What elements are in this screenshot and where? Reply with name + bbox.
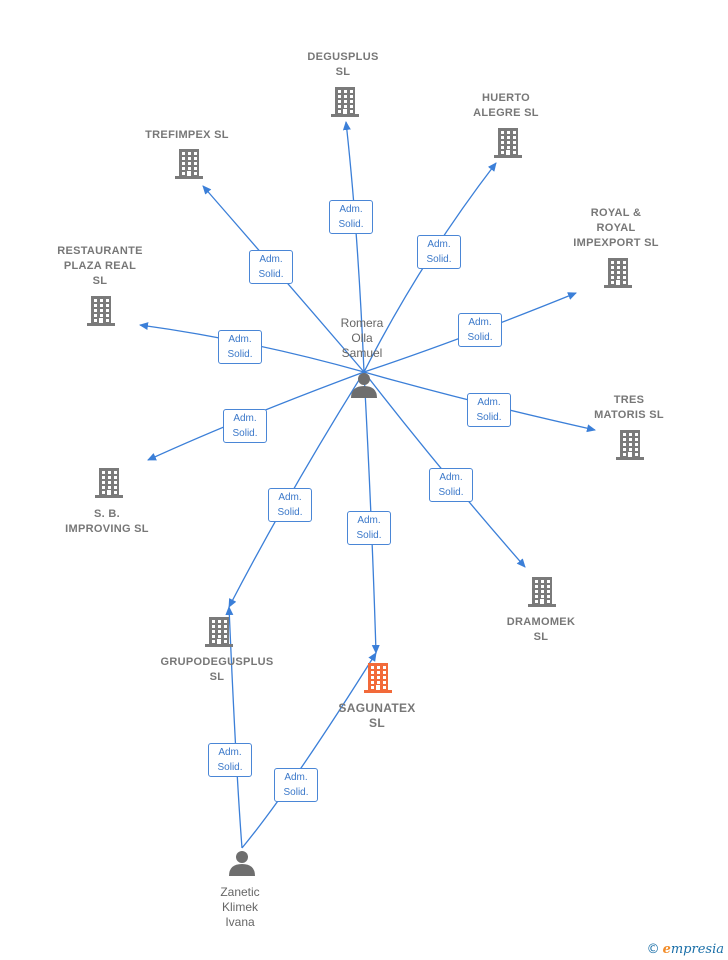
edge-label-romera-huerto[interactable]: Adm. Solid.: [417, 235, 461, 269]
node-label-royal[interactable]: ROYAL & ROYAL IMPEXPORT SL: [573, 207, 659, 249]
edge-label-romera-restaurante[interactable]: Adm. Solid.: [218, 330, 262, 364]
building-icon-sb[interactable]: [95, 468, 123, 498]
brand-name: mpresia: [670, 942, 724, 957]
node-label-grupodegusplus[interactable]: GRUPODEGUSPLUS SL: [160, 656, 274, 683]
nodes-layer: [87, 87, 644, 876]
edge-romera-degusplus: [342, 121, 365, 373]
building-icon-degusplus[interactable]: [331, 87, 359, 117]
edge-label-romera-trefimpex[interactable]: Adm. Solid.: [249, 250, 293, 284]
footer-brand[interactable]: ©empresia: [647, 942, 724, 957]
edge-label-romera-tres[interactable]: Adm. Solid.: [467, 393, 511, 427]
building-icon-tres[interactable]: [616, 430, 644, 460]
edge-label-romera-sagunatex[interactable]: Adm. Solid.: [347, 511, 391, 545]
building-icon-huerto[interactable]: [494, 128, 522, 158]
edge-zanetic-grupodegusplus: [225, 606, 243, 849]
node-label-zanetic[interactable]: Zanetic Klimek Ivana: [220, 885, 260, 929]
copyright-symbol: ©: [646, 942, 660, 957]
edge-label-romera-dramomek[interactable]: Adm. Solid.: [429, 468, 473, 502]
node-label-trefimpex[interactable]: TREFIMPEX SL: [145, 129, 229, 141]
node-label-romera[interactable]: Romera Olla Samuel: [340, 316, 384, 360]
edge-label-zanetic-sagunatex[interactable]: Adm. Solid.: [274, 768, 318, 802]
edge-label-romera-degusplus[interactable]: Adm. Solid.: [329, 200, 373, 234]
building-icon-dramomek[interactable]: [528, 577, 556, 607]
edge-label-romera-grupodegusplus[interactable]: Adm. Solid.: [268, 488, 312, 522]
node-label-restaurante[interactable]: RESTAURANTE PLAZA REAL SL: [57, 245, 143, 287]
node-label-degusplus[interactable]: DEGUSPLUS SL: [307, 51, 379, 78]
edge-label-zanetic-grupodegusplus[interactable]: Adm. Solid.: [208, 743, 252, 777]
node-label-tres[interactable]: TRES MATORIS SL: [594, 394, 664, 421]
node-label-huerto[interactable]: HUERTO ALEGRE SL: [473, 92, 539, 119]
node-label-sb[interactable]: S. B. IMPROVING SL: [65, 508, 149, 535]
person-icon-zanetic[interactable]: [229, 851, 255, 876]
node-label-dramomek[interactable]: DRAMOMEK SL: [506, 616, 576, 643]
brand-initial: e: [662, 942, 671, 957]
edge-label-romera-sb[interactable]: Adm. Solid.: [223, 409, 267, 443]
person-icon-romera[interactable]: [351, 373, 377, 398]
building-icon-royal[interactable]: [604, 258, 632, 288]
node-label-sagunatex[interactable]: SAGUNATEX SL: [338, 701, 416, 730]
building-icon-trefimpex[interactable]: [175, 149, 203, 179]
edge-label-romera-royal[interactable]: Adm. Solid.: [458, 313, 502, 347]
building-icon-sagunatex[interactable]: [364, 663, 392, 693]
building-icon-grupodegusplus[interactable]: [205, 617, 233, 647]
building-icon-restaurante[interactable]: [87, 296, 115, 326]
